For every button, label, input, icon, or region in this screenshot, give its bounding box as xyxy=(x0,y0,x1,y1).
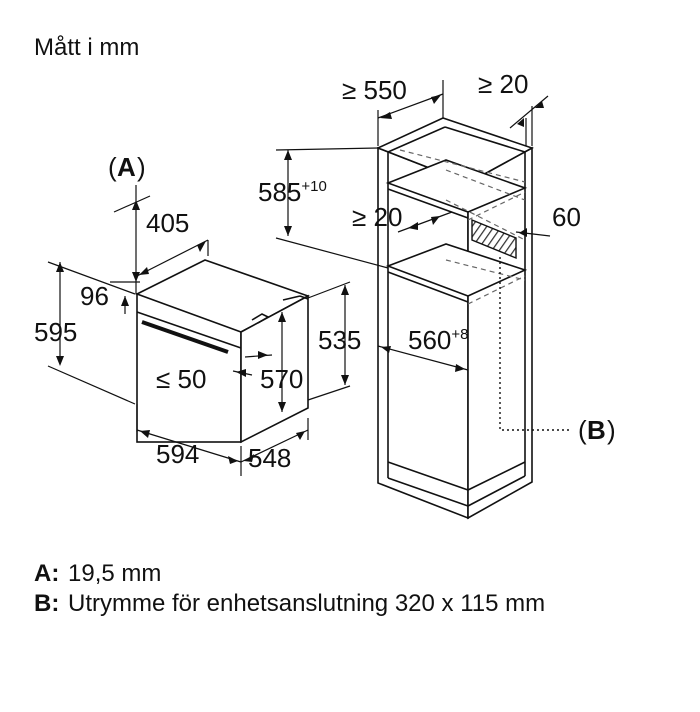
dim-560: 560+8 xyxy=(408,325,469,355)
legend-text-a: 19,5 mm xyxy=(68,560,162,587)
marker-a-open: ( xyxy=(108,152,117,182)
dim-96: 96 xyxy=(80,281,109,311)
dim-ge20-top: ≥ 20 xyxy=(478,69,528,99)
legend-item-a: A: 19,5 mm xyxy=(34,560,628,587)
page-title: Mått i mm xyxy=(34,34,140,61)
legend-item-b: B: Utrymme för enhetsanslutning 320 x 115… xyxy=(34,590,628,617)
dim-60: 60 xyxy=(552,202,581,232)
oven-side xyxy=(240,294,309,444)
dim-548: 548 xyxy=(248,443,291,473)
connection-opening-b xyxy=(471,218,517,260)
dim-560-tolerance: +8 xyxy=(451,326,468,343)
dim-le50: ≤ 50 xyxy=(156,364,206,394)
oven-drawing xyxy=(134,259,310,444)
oven-arrowheads xyxy=(56,200,349,464)
marker-b-open: ( xyxy=(578,415,587,445)
cabinet-dashed-lines xyxy=(399,149,526,305)
marker-a: A xyxy=(117,152,136,182)
dim-560-value: 560 xyxy=(408,325,451,355)
oven-dimensions xyxy=(47,185,351,476)
marker-b-close: ) xyxy=(607,415,616,445)
legend-key-a: A: xyxy=(34,560,60,587)
dim-535: 535 xyxy=(318,325,361,355)
dim-585-tolerance: +10 xyxy=(301,178,326,195)
marker-a-close: ) xyxy=(137,152,146,182)
marker-b: B xyxy=(587,415,606,445)
dim-ge550: ≥ 550 xyxy=(342,75,407,105)
legend-key-b: B: xyxy=(34,590,60,617)
dim-585-value: 585 xyxy=(258,177,301,207)
dim-ge20-mid: ≥ 20 xyxy=(352,202,402,232)
dim-405: 405 xyxy=(146,208,189,238)
dim-570: 570 xyxy=(260,364,303,394)
legend-text-b: Utrymme för enhetsanslutning 320 x 115 m… xyxy=(68,590,546,617)
b-leader-line xyxy=(499,257,572,431)
dim-585: 585+10 xyxy=(258,177,327,207)
dim-595: 595 xyxy=(34,317,77,347)
oven-handle xyxy=(141,320,229,354)
dim-594: 594 xyxy=(156,439,199,469)
cabinet-arrowheads xyxy=(284,95,544,372)
